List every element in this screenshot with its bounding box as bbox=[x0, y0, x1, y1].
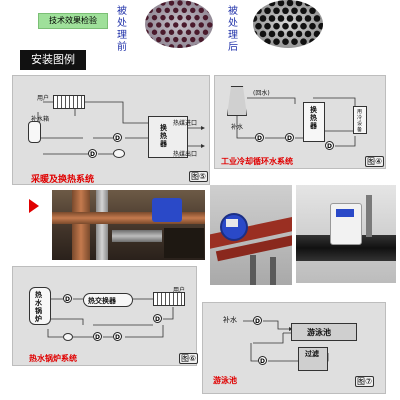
heating-user-label: 用户 bbox=[37, 95, 50, 102]
pool-filter bbox=[298, 347, 328, 371]
cooling-figure-number: 图④ bbox=[365, 156, 385, 167]
boiler-unit bbox=[29, 287, 51, 325]
pool-tank bbox=[291, 323, 357, 341]
boiler-device-4: D bbox=[153, 314, 162, 323]
pool-label: 游泳池 bbox=[307, 328, 331, 337]
heating-tank bbox=[28, 121, 41, 143]
boiler-label: 热水锅炉 bbox=[35, 291, 42, 323]
boiler-user-radiator bbox=[153, 292, 185, 306]
cooling-water-label: (回水) bbox=[253, 90, 270, 97]
red-pointer-arrow bbox=[29, 199, 39, 213]
boiler-heat-exchanger bbox=[83, 293, 133, 307]
boiler-device-1: D bbox=[63, 294, 72, 303]
heating-device-2: D bbox=[88, 149, 97, 158]
heating-exchanger bbox=[148, 116, 188, 158]
heating-pump bbox=[113, 149, 125, 158]
heating-caption: 采暖及换热系统 bbox=[31, 175, 95, 185]
boiler-device-3: D bbox=[113, 332, 122, 341]
boiler-user-label: 用户 bbox=[173, 287, 186, 294]
boiler-system-diagram: 热水锅炉 D 热交换器 用户 D D D 热水锅炉系统 图⑥ bbox=[12, 266, 199, 366]
pool-device-1: D bbox=[253, 316, 262, 325]
heating-inlet-label: 热媒进口 bbox=[173, 120, 198, 127]
pool-caption: 游泳池 bbox=[213, 376, 237, 385]
cooling-device-3: D bbox=[325, 141, 334, 150]
pool-system-diagram: 补水 D 游泳池 过滤 D 游泳池 图⑦ bbox=[202, 302, 386, 394]
boiler-pump bbox=[63, 333, 73, 341]
heating-tank-label: 补水箱 bbox=[31, 116, 50, 123]
cooling-caption: 工业冷却循环水系统 bbox=[221, 157, 293, 166]
after-sample-image bbox=[253, 0, 323, 48]
heating-system-diagram: 用户 补水箱 换热器 热媒进口 热媒出口 D D 采暖及换热系统 图⑤ bbox=[12, 75, 210, 185]
cooling-system-diagram: (回水) 补水 换热器 用冷设备 D D D 工业冷却循环水系统 图④ bbox=[214, 75, 386, 169]
cooling-equipment bbox=[353, 106, 367, 134]
cooling-device-2: D bbox=[285, 133, 294, 142]
heating-outlet-label: 热媒出口 bbox=[173, 151, 198, 158]
cooling-exchanger-label: 换热器 bbox=[310, 106, 317, 130]
pool-makeup-label: 补水 bbox=[223, 316, 237, 324]
pool-filter-label: 过滤 bbox=[305, 350, 319, 358]
cooling-makeup-label: 补水 bbox=[231, 124, 244, 131]
boiler-device-2: D bbox=[93, 332, 102, 341]
pool-figure-number: 图⑦ bbox=[355, 376, 375, 387]
cooling-equipment-label: 用冷设备 bbox=[357, 109, 363, 133]
boiler-exchanger-label: 热交换器 bbox=[88, 297, 116, 305]
before-sample-image bbox=[145, 0, 213, 48]
installation-photo-red-pipe bbox=[210, 185, 292, 285]
boiler-figure-number: 图⑥ bbox=[179, 353, 199, 364]
after-label: 被处理后 bbox=[228, 6, 238, 53]
heating-exchanger-label: 换热器 bbox=[160, 124, 167, 148]
heating-figure-number: 图⑤ bbox=[189, 171, 209, 182]
heating-device-1: D bbox=[113, 133, 122, 142]
section-title: 安装图例 bbox=[20, 50, 86, 70]
boiler-caption: 热水锅炉系统 bbox=[29, 354, 77, 363]
pool-device-2: D bbox=[258, 356, 267, 365]
tech-effect-badge: 技术效果检验 bbox=[38, 13, 108, 29]
cooling-device-1: D bbox=[255, 133, 264, 142]
installation-photo-black-pipe bbox=[296, 185, 396, 283]
heating-user-radiator bbox=[53, 95, 85, 109]
cooling-exchanger bbox=[303, 102, 325, 142]
installation-photo-pipes bbox=[52, 190, 205, 260]
before-label: 被处理前 bbox=[117, 6, 127, 53]
